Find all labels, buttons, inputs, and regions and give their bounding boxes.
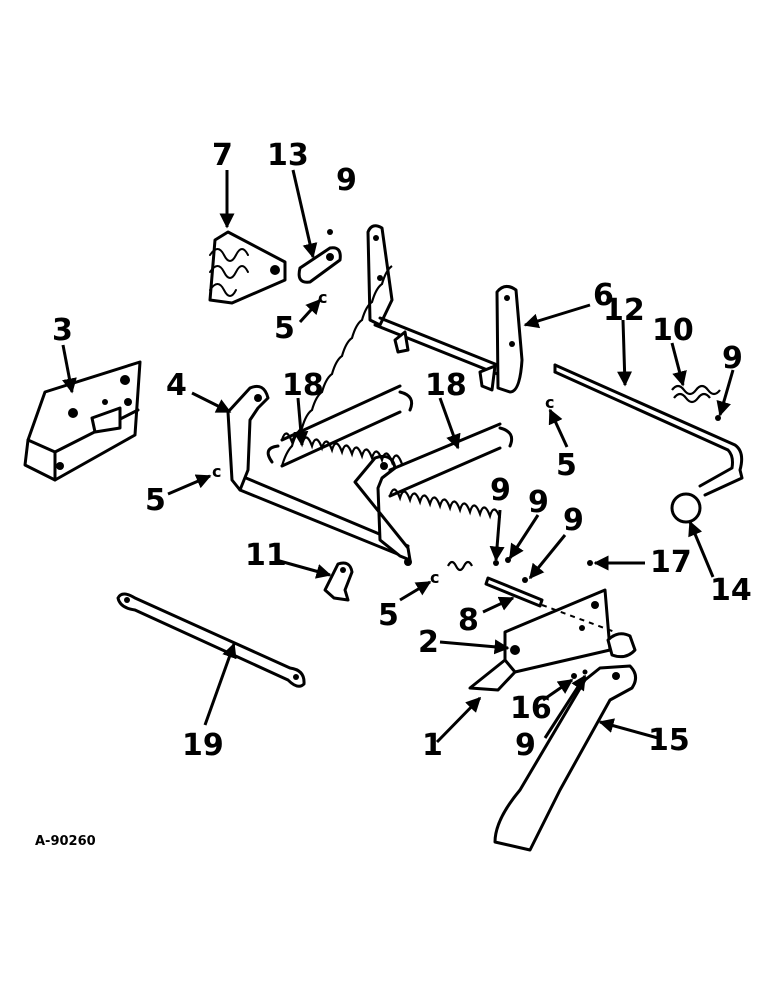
callout-17: 17 [650,545,692,580]
callout-6: 6 [593,278,614,313]
callout-9-rod: 9 [722,341,743,376]
drawing-id: A-90260 [35,834,96,849]
callout-5-mid: 5 [378,598,399,633]
callout-1: 1 [422,728,443,763]
rockshaft-part-4 [226,384,412,566]
pin-part-9-rod [715,415,721,421]
callout-2: 2 [418,625,439,660]
callout-9-c: 9 [563,503,584,538]
pin-part-16 [571,673,577,679]
knob-part-14 [670,492,702,524]
spring-small-near-8 [447,560,473,572]
ratchet-plate-part-7 [208,230,287,305]
clip-icon-b: c [545,393,554,412]
pin-part-8 [484,576,544,608]
callout-11: 11 [245,538,287,573]
callout-4: 4 [166,368,187,403]
callout-14: 14 [710,573,752,608]
callout-9-b: 9 [528,485,549,520]
link-part-13 [297,246,342,284]
callout-19: 19 [182,728,224,763]
callout-18-right: 18 [425,368,467,403]
callout-3: 3 [52,313,73,348]
pin-part-9-top [327,229,333,235]
latch-part-11 [323,561,354,602]
support-part-1 [468,588,637,692]
clip-icon-c: c [212,462,221,481]
spring-part-10 [671,384,721,404]
spring-part-18-right [388,422,514,520]
pin-part-9-d [582,669,588,675]
callout-12: 12 [603,293,645,328]
callout-10: 10 [652,313,694,348]
cotter-part-17 [587,560,593,566]
callout-9-top: 9 [336,163,357,198]
callout-16: 16 [510,691,552,726]
callout-5-top: 5 [274,311,295,346]
callout-8: 8 [458,603,479,638]
leader-lines [61,169,735,744]
callout-13: 13 [267,138,309,173]
pedal-part-15 [493,664,637,852]
callout-7: 7 [212,138,233,173]
callout-5-left: 5 [145,483,166,518]
callout-9-d: 9 [515,728,536,763]
callout-9-a: 9 [490,473,511,508]
clip-icon-d: c [430,568,439,587]
bar-part-19 [116,592,306,688]
rod-part-12 [553,363,744,497]
pin-part-9-a [493,560,499,566]
clip-icon-a: c [318,288,327,307]
rockshaft-part-6 [366,224,524,394]
pin-part-9-c [522,577,528,583]
callout-18-left: 18 [282,368,324,403]
bracket-part-3 [23,360,142,482]
callout-15: 15 [648,723,690,758]
callout-5-right: 5 [556,448,577,483]
